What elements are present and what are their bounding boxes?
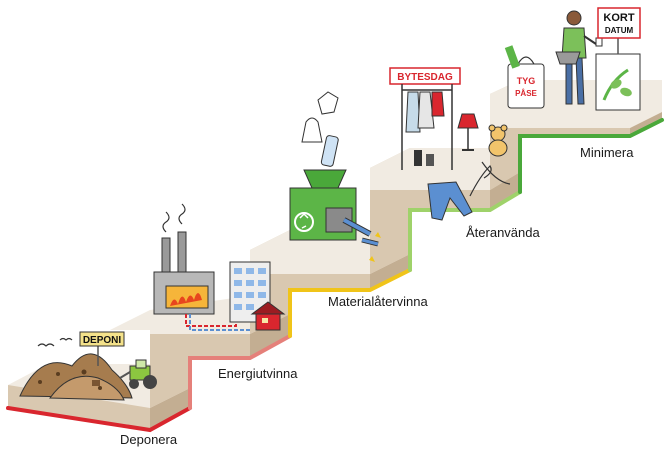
tote-bag-text-line2: PÅSE [515,89,537,98]
bottle-icon [320,135,339,167]
jeans-icon [427,181,473,221]
kort-datum-sign [597,7,641,39]
step-4-front [370,190,490,274]
recycling-machine-illustration [289,91,381,262]
step-1-side [150,388,190,430]
sparkle-icon [375,232,381,238]
boot-icon [426,154,434,166]
edge-ateranvanda [408,190,522,272]
cup-icon [595,37,603,47]
leaf-icon [620,87,632,97]
tractor-icon [119,359,157,389]
shopping-basket-icon [555,51,581,65]
minimize-illustration: TYG PÅSE KORT DATUM [504,7,641,111]
lamp-icon [457,113,479,129]
shirt-icon [405,91,421,133]
sparkle-icon [369,256,375,262]
bird-icon [37,343,55,347]
bytesdag-sign-text: BYTESDAG [397,72,453,83]
bytesdag-sign [389,67,461,85]
edge-energiutvinna [188,334,292,410]
shirt-icon [417,91,435,129]
smoke-icon [178,203,186,225]
house-icon [250,301,286,331]
step-3-side [370,254,410,290]
bird-icon [59,337,73,341]
step-label-deponera: Deponera [120,432,178,447]
step-label-energiutvinna: Energiutvinna [218,366,298,381]
deponi-sign-text: DEPONI [83,335,122,346]
step-2-front [150,334,250,408]
deponi-sign [79,331,125,347]
plastic-bag-icon [301,117,323,143]
edge-deponera [6,406,192,433]
smoke-icon [162,211,170,233]
hierarchy-edges [6,118,664,433]
swap-day-illustration: BYTESDAG [389,67,511,221]
tote-bag-icon: TYG PÅSE [504,45,545,109]
apartment-building-icon [229,261,271,323]
leaf-icon [610,79,622,89]
recycle-symbol-icon [299,212,309,229]
datum-sign-text: DATUM [605,26,634,35]
landfill-illustration: DEPONI [19,331,157,401]
step-4-side [490,172,520,210]
fire-icon [170,293,202,306]
step-label-ateranvanda: Återanvända [466,225,540,240]
shopper-person-icon [555,10,603,105]
step-4-top [370,148,520,190]
step-label-minimera: Minimera [580,145,634,160]
step-label-materialatervinna: Materialåtervinna [328,294,428,309]
energy-plant-illustration [153,203,286,331]
tote-bag-text-line1: TYG [517,76,536,86]
teddy-bear-icon [488,124,508,157]
boot-icon [414,150,422,166]
kort-sign-text: KORT [603,12,634,24]
plastic-bag-icon [317,91,339,115]
edge-minimera [518,118,664,194]
edge-materialatervinna [288,268,412,338]
dress-icon [431,91,445,117]
needle-thread-icon [469,165,492,197]
